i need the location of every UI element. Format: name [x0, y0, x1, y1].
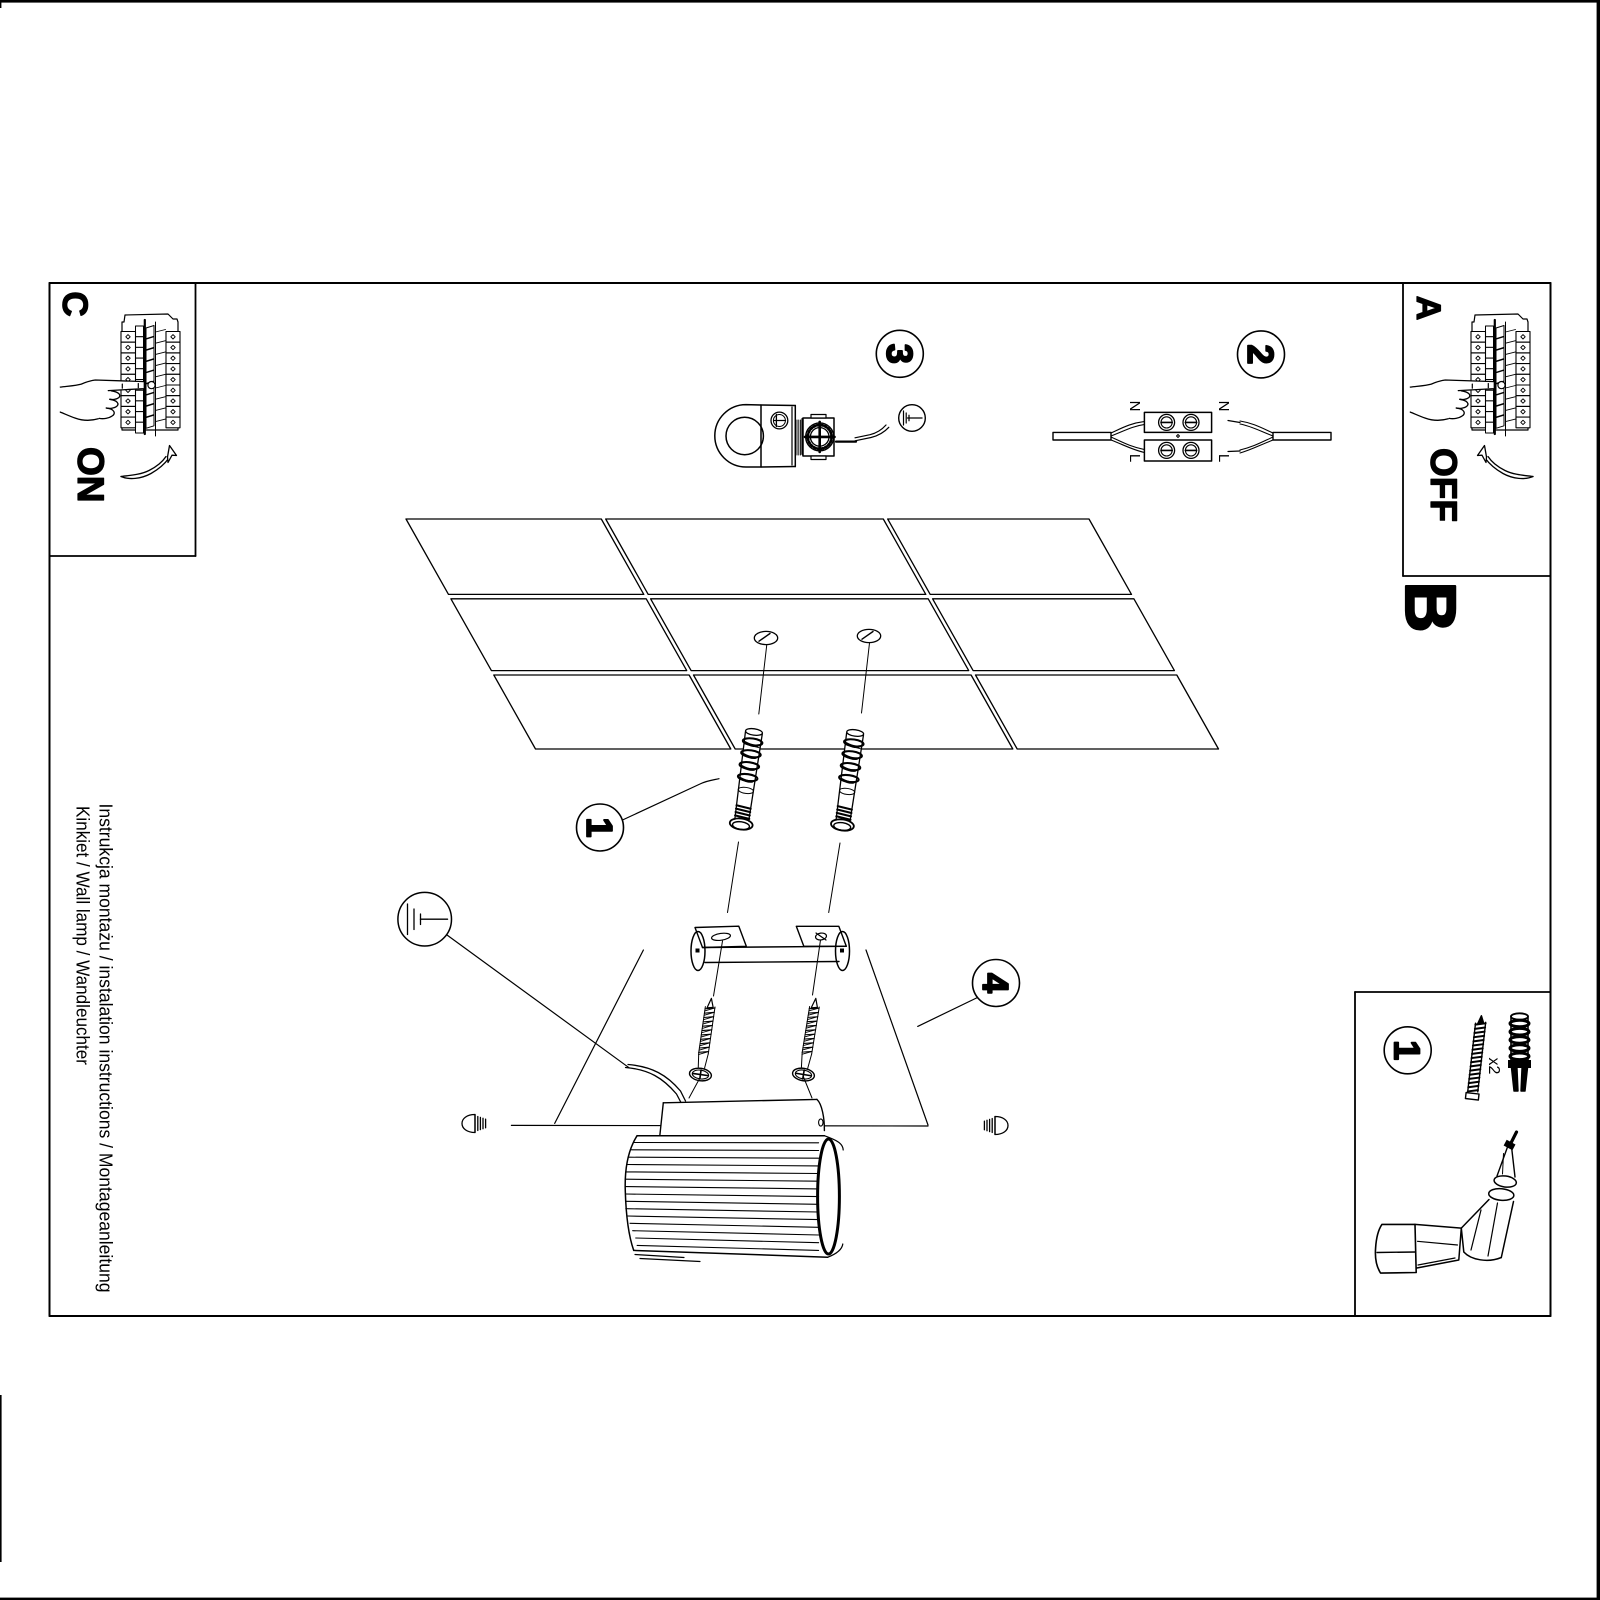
svg-text:B: B — [1390, 581, 1469, 632]
svg-text:N: N — [1215, 401, 1232, 412]
svg-text:4: 4 — [975, 973, 1016, 993]
svg-text:2: 2 — [1240, 344, 1281, 364]
svg-text:OFF: OFF — [1423, 448, 1464, 522]
svg-text:C: C — [55, 291, 94, 316]
svg-text:1: 1 — [579, 817, 620, 837]
svg-text:1: 1 — [1387, 1040, 1428, 1060]
svg-text:A: A — [1409, 296, 1447, 321]
svg-text:x2: x2 — [1485, 1058, 1502, 1075]
svg-text:ON: ON — [70, 447, 111, 503]
svg-text:L: L — [1126, 454, 1143, 462]
svg-text:3: 3 — [879, 344, 920, 364]
svg-text:Kinkiet / Wall lamp / Wandleuc: Kinkiet / Wall lamp / Wandleuchter — [73, 806, 93, 1065]
svg-text:Instrukcja montażu / instalati: Instrukcja montażu / instalation instruc… — [96, 804, 116, 1293]
svg-text:N: N — [1126, 401, 1143, 412]
svg-text:L: L — [1215, 454, 1232, 462]
